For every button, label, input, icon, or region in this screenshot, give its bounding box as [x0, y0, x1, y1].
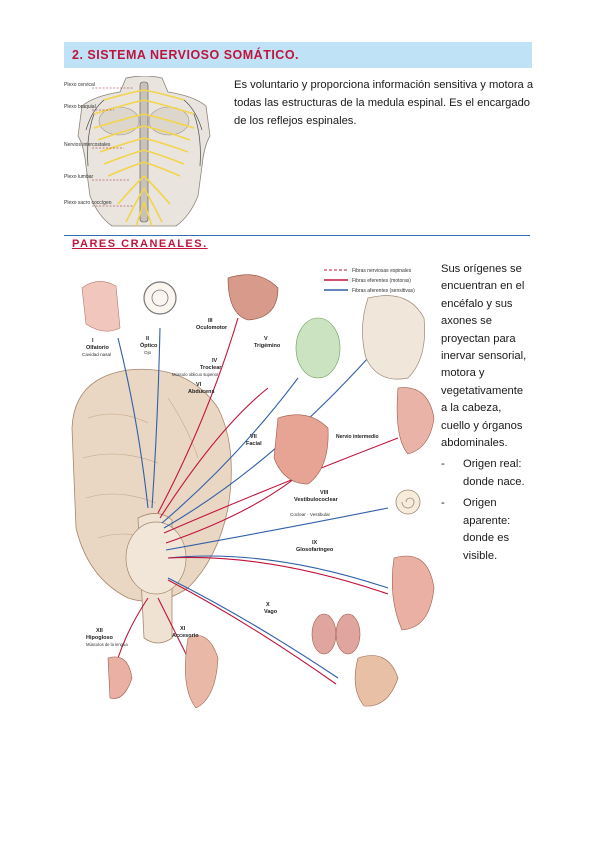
nerve-vii-num: VII: [250, 434, 257, 440]
legend-espinales: Fibras nerviosas espinales: [352, 268, 412, 274]
nerve-xii-desc: Músculos de la lengua: [86, 642, 128, 647]
figure-legend: Fibras nerviosas espinales Fibras eferen…: [324, 268, 415, 294]
bullet-text: Origen aparente: donde es visible.: [463, 497, 511, 562]
nerve-iv-desc: Músculo oblicuo superior: [172, 372, 219, 377]
label-plexo-braquial: Plexo braquial: [64, 104, 96, 110]
mouth-icon: [396, 387, 435, 455]
nerve-xi-num: XI: [180, 626, 186, 632]
bullet-origen-aparente: - Origen aparente: donde es visible.: [441, 495, 531, 565]
skull-icon: [362, 295, 425, 380]
trigeminal-branches-icon: [295, 317, 341, 379]
cranial-nerves-figure: Fibras nerviosas espinales Fibras eferen…: [68, 258, 436, 718]
nerve-iv-name: Troclear: [200, 365, 222, 371]
legend-aferentes: Fibras aferentes (sensitivas): [352, 288, 415, 294]
label-plexo-lumbar: Plexo lumbar: [64, 174, 94, 180]
nerve-viii-desc: Coclear · Vestibular: [290, 512, 331, 517]
label-nervios-intercostales: Nervios intercostales: [64, 142, 111, 148]
bullet-text: Origen real: donde nace.: [463, 458, 525, 488]
intro-paragraph: Es voluntario y proporciona información …: [234, 79, 534, 127]
nerve-iii-num: III: [208, 318, 213, 324]
nerve-v-num: V: [264, 336, 268, 342]
neck-muscles-icon: [185, 635, 219, 709]
nerve-ii-desc: Ojo: [144, 350, 152, 355]
nerve-iii-name: Oculomotor: [196, 325, 228, 331]
spinal-nerves-illustration: Plexo cervical Plexo braquial Nervios in…: [64, 75, 211, 227]
nerve-vii-name: Facial: [246, 441, 262, 447]
digestive-tract-icon: [354, 655, 399, 707]
pares-craneales-paragraph: Sus orígenes se encuentran en el encéfal…: [441, 263, 527, 450]
nerve-i-name: Olfatorio: [86, 345, 110, 351]
legend-eferentes: Fibras eferentes (motoras): [352, 278, 411, 284]
nerve-vi-name: Abducens: [188, 389, 215, 395]
nerve-xi-name: Accesorio: [172, 633, 199, 639]
nerve-i-num: I: [92, 338, 94, 344]
section-title: 2. SISTEMA NERVIOSO SOMÁTICO.: [72, 48, 300, 62]
pharynx-icon: [391, 555, 435, 631]
pares-craneales-title: PARES CRANEALES.: [72, 238, 208, 250]
eye-icon: [143, 281, 177, 315]
pares-craneales-text-block: Sus orígenes se encuentran en el encéfal…: [441, 261, 531, 565]
nerve-ix-num: IX: [312, 540, 318, 546]
nerve-vi-num: VI: [196, 382, 202, 388]
eye-muscles-icon: [227, 274, 279, 321]
nerve-ii-num: II: [146, 336, 150, 342]
lungs-icon: [311, 613, 337, 655]
label-plexo-sacro: Plexo sacro coccígeo: [64, 200, 112, 206]
nerve-i-desc: Cavidad nasal: [82, 352, 111, 357]
face-muscles-icon: [273, 414, 329, 485]
tongue-icon: [107, 656, 133, 699]
nerve-xii-name: Hipogloso: [86, 635, 114, 641]
nerve-viii-name: Vestibulococlear: [294, 497, 339, 503]
cochlea-icon: [395, 489, 421, 515]
nerve-viii-num: VIII: [320, 490, 329, 496]
bullet-dash: -: [441, 497, 445, 510]
nervio-intermedio-title: Nervio intermedio: [336, 434, 379, 440]
label-plexo-cervical: Plexo cervical: [64, 82, 95, 88]
section-header: 2. SISTEMA NERVIOSO SOMÁTICO.: [64, 42, 532, 68]
nerve-ix-name: Glosofaríngeo: [296, 547, 334, 553]
nasal-cavity-icon: [81, 281, 121, 332]
bullet-dash: -: [441, 458, 445, 471]
nerve-iv-num: IV: [212, 358, 218, 364]
spinal-nerves-figure: Plexo cervical Plexo braquial Nervios in…: [64, 75, 224, 231]
nerve-v-name: Trigémino: [254, 343, 281, 349]
section-divider: [64, 235, 530, 236]
cranial-nerves-illustration: Fibras nerviosas espinales Fibras eferen…: [71, 268, 435, 709]
nerve-ii-name: Óptico: [140, 341, 158, 349]
nerve-x-name: Vago: [264, 609, 278, 615]
bullet-origen-real: - Origen real: donde nace.: [441, 456, 531, 491]
nerve-x-num: X: [266, 602, 270, 608]
nerve-xii-num: XII: [96, 628, 103, 634]
